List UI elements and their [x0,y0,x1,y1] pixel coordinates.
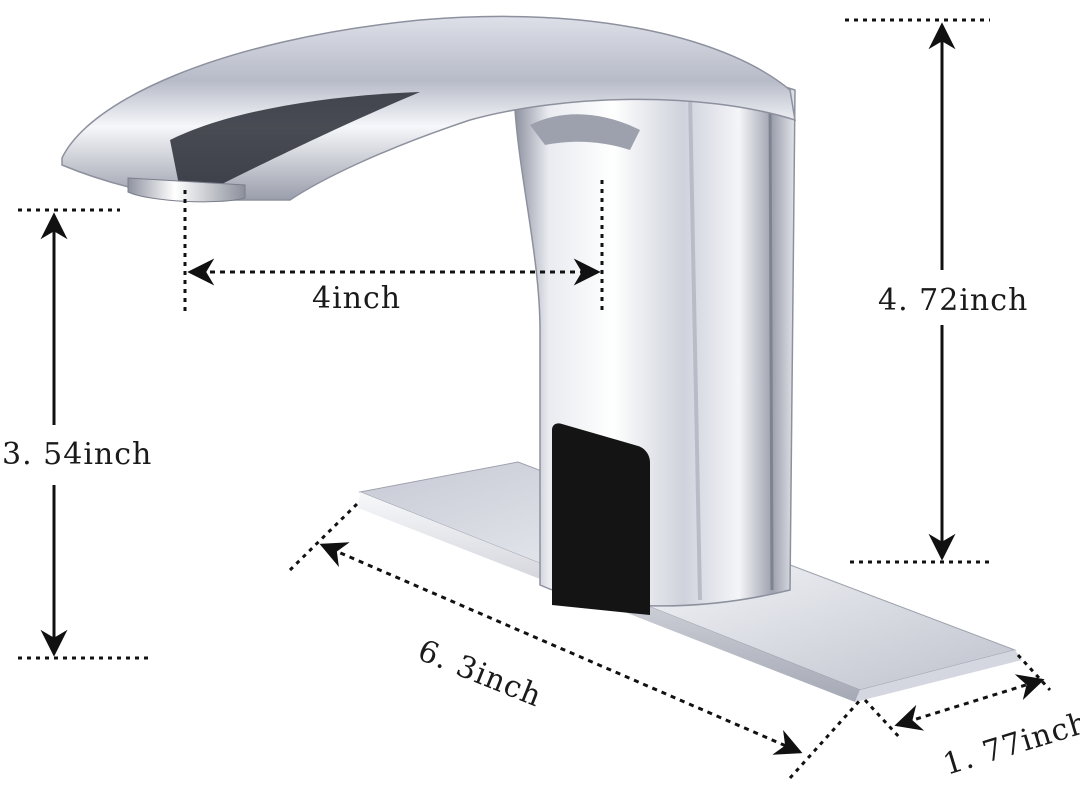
spout-reach-label: 4inch [312,281,402,316]
sensor-window [552,423,650,615]
total-height-label: 4. 72inch [878,283,1029,318]
plate-length-dimension [288,501,864,780]
faucet-spout [61,15,796,201]
spout-height-label: 3. 54inch [2,437,153,472]
plate-width-dimension [863,653,1052,740]
spout-reach-dimension [183,180,604,312]
aerator [127,177,246,203]
total-height-dimension [845,18,990,564]
spout-height-dimension [18,208,150,660]
